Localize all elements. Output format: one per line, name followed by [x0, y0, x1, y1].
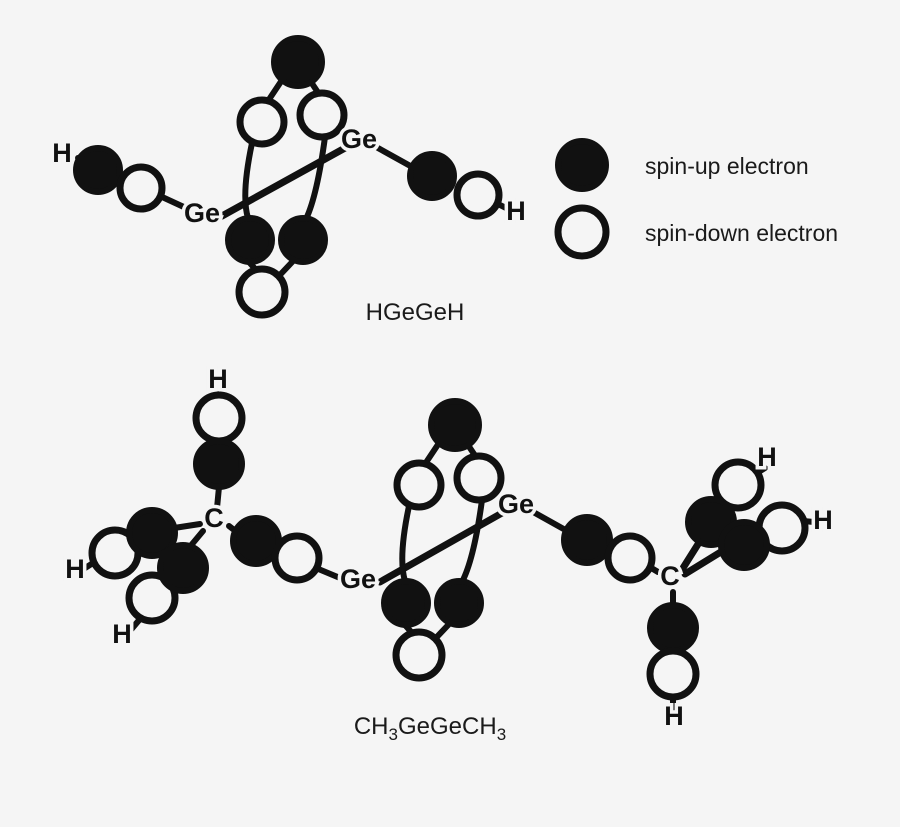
electron-spin-down — [393, 459, 445, 511]
electron-spin-up — [428, 398, 482, 452]
bond-electron-to-h-ll — [126, 616, 143, 635]
bond-c-to-electron-mr — [681, 546, 728, 578]
electron-spin-down — [392, 628, 446, 682]
electron-spin-up — [157, 542, 209, 594]
atom-label-ge: Ge — [340, 564, 376, 594]
electron-spin-down — [125, 571, 179, 625]
formula-part-sub: 3 — [497, 725, 506, 744]
electron-spin-down — [116, 163, 166, 213]
atom-label-h: H — [65, 554, 85, 584]
atom-label-h: H — [813, 505, 833, 535]
atom-labels-hgegeh: H Ge Ge H — [49, 121, 530, 232]
electron-spin-up — [407, 151, 457, 201]
atom-label-ge: Ge — [498, 489, 534, 519]
electron-spin-up — [381, 578, 431, 628]
electron-spin-down — [646, 647, 700, 701]
atom-label-h: H — [506, 196, 526, 226]
bond-cluster-top-left — [422, 440, 442, 467]
bond-cage-left-side — [242, 140, 255, 221]
formula-part: CH — [354, 713, 389, 740]
formula-label-ch3gegech3: CH3GeGeCH3 — [354, 713, 506, 744]
atom-label-h: H — [757, 442, 777, 472]
atom-label-h: H — [52, 138, 72, 168]
formula-part-sub: 3 — [389, 725, 398, 744]
electron-spin-up — [718, 519, 770, 571]
legend-item-spin-down: spin-down electron — [554, 204, 838, 260]
electron-spin-up — [647, 602, 699, 654]
bond-c-to-electron-ur — [679, 537, 704, 572]
formula-label-hgegeh: HGeGeH — [366, 299, 465, 326]
atom-label-ge: Ge — [341, 124, 377, 154]
electron-spin-down — [711, 458, 765, 512]
atom-label-ge: Ge — [184, 198, 220, 228]
electron-spin-down — [296, 89, 348, 141]
electron-spin-up — [73, 145, 123, 195]
electron-spin-up — [271, 35, 325, 89]
bond-electron-to-ge-left — [157, 193, 189, 211]
bond-cluster-top-left — [265, 77, 285, 104]
atom-label-h: H — [664, 701, 684, 731]
electrons-ch3gegech3 — [88, 391, 809, 701]
electron-spin-up — [278, 215, 328, 265]
legend-item-spin-up: spin-up electron — [555, 138, 809, 192]
electron-spin-down — [235, 265, 289, 319]
electron-spin-up — [434, 578, 484, 628]
bond-cage-left-side — [399, 503, 412, 584]
legend-label-spin-down: spin-down electron — [645, 220, 838, 246]
bond-c-to-electron-ul — [171, 521, 203, 531]
atom-label-h: H — [112, 619, 132, 649]
electron-spin-down — [271, 532, 323, 584]
bond-cage-right-side — [459, 497, 485, 585]
legend: spin-up electron spin-down electron — [554, 138, 838, 260]
electron-spin-down — [453, 452, 505, 504]
electrons-hgegeh — [73, 35, 503, 319]
open-circle-icon — [554, 204, 610, 260]
electron-spin-down — [236, 96, 288, 148]
filled-circle-icon — [555, 138, 609, 192]
bond-electron-to-ge-left — [313, 565, 343, 581]
electron-spin-down — [192, 391, 246, 445]
atom-label-c: C — [660, 561, 680, 591]
bond-cage-right-side — [303, 134, 328, 222]
structure-ch3gegech3: C H H H Ge Ge C H H H CH3GeGeCH3 — [62, 361, 837, 745]
bond-ge-to-electron-right — [375, 145, 417, 171]
electron-spin-up — [225, 215, 275, 265]
electron-spin-up — [126, 507, 178, 559]
structure-hgegeh: H Ge Ge H HGeGeH — [49, 35, 530, 326]
legend-label-spin-up: spin-up electron — [645, 153, 809, 179]
electron-spin-up — [561, 514, 613, 566]
formula-part: GeGeCH — [398, 713, 497, 740]
electron-spin-down — [453, 170, 503, 220]
bond-ge-to-electron-right — [532, 510, 572, 535]
atom-label-h: H — [208, 364, 228, 394]
atom-labels-ch3gegech3: C H H H Ge Ge C H H H — [62, 361, 837, 735]
atom-label-c: C — [204, 503, 224, 533]
electron-spin-up — [193, 438, 245, 490]
electron-spin-down — [604, 532, 656, 584]
bond-electron-to-c-left — [214, 484, 222, 511]
